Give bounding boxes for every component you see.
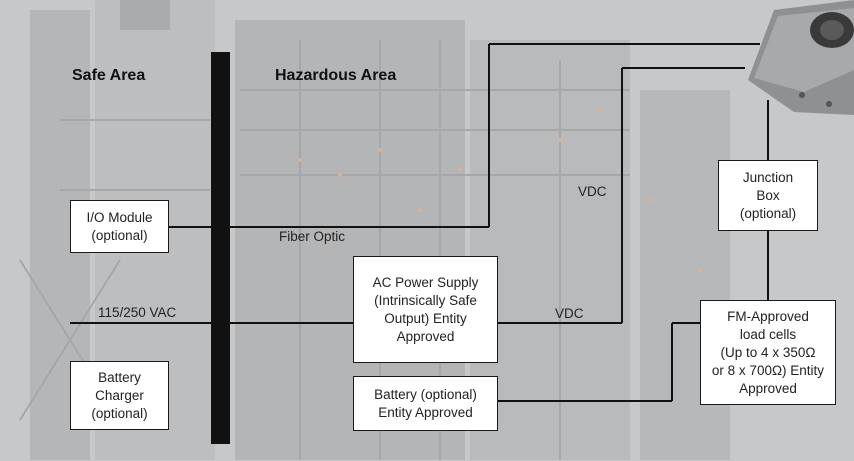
vdc-top-label: VDC	[578, 184, 607, 199]
load-cells-box: FM-Approved load cells (Up to 4 x 350Ω o…	[700, 300, 836, 405]
load-cell-device-image	[748, 0, 854, 115]
battery-charger-label: Battery Charger (optional)	[91, 369, 148, 421]
ac-power-supply-box: AC Power Supply (Intrinsically Safe Outp…	[353, 256, 498, 363]
vac-label: 115/250 VAC	[98, 305, 177, 320]
io-module-label: I/O Module (optional)	[86, 209, 153, 243]
area-barrier	[211, 52, 230, 444]
battery-charger-box: Battery Charger (optional)	[70, 361, 169, 430]
junction-box: Junction Box (optional)	[718, 160, 818, 231]
vdc-bottom-label: VDC	[555, 306, 584, 321]
junction-box-label: Junction Box (optional)	[739, 169, 797, 221]
battery-label: Battery (optional) Entity Approved	[374, 386, 477, 420]
battery-box: Battery (optional) Entity Approved	[353, 376, 498, 431]
io-module-box: I/O Module (optional)	[70, 200, 169, 253]
safe-area-title: Safe Area	[72, 67, 146, 84]
load-cells-label: FM-Approved load cells (Up to 4 x 350Ω o…	[711, 308, 825, 396]
hazardous-area-title: Hazardous Area	[275, 67, 397, 84]
fiber-optic-label: Fiber Optic	[279, 229, 346, 244]
ac-power-supply-label: AC Power Supply (Intrinsically Safe Outp…	[372, 274, 479, 344]
